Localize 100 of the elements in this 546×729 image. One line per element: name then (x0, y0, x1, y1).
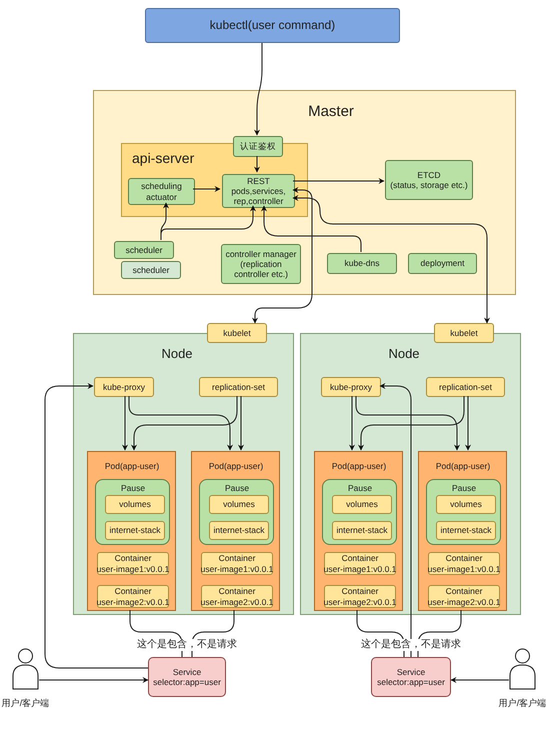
arrow (450, 677, 510, 683)
pause-container (95, 479, 170, 545)
description: user-image1:v0.0.1 (96, 564, 170, 574)
description: user-image1:v0.0.1 (200, 564, 274, 574)
connector-line (130, 610, 182, 658)
arrow (44, 383, 148, 668)
component-box: kube-proxy (94, 377, 154, 397)
component-box (385, 160, 473, 200)
heading: Container (446, 553, 482, 564)
service-box: Service selector:app=user (371, 657, 451, 697)
command-box: kubectl(user command) (145, 8, 400, 43)
arrow (238, 396, 244, 451)
component-box: internet-stack (332, 521, 392, 540)
arrow (254, 42, 262, 136)
pause-container (322, 479, 397, 545)
heading: Container (114, 553, 152, 564)
panel-title: Pause (224, 483, 250, 494)
arrow (261, 205, 362, 252)
component-box: replication-set (199, 377, 278, 397)
edge-label: 这个是包含，不是请求 (359, 639, 463, 651)
panel-title: Pause (452, 483, 476, 494)
component-box (97, 552, 169, 575)
panel-title: Node (388, 346, 420, 362)
component-box: internet-stack (436, 521, 496, 540)
component-box: deployment (408, 253, 477, 274)
arrow (349, 396, 355, 451)
panel-title: Pause (120, 483, 146, 494)
component-box: volumes (105, 495, 165, 514)
component-box: internet-stack (105, 521, 165, 540)
panel-title: Pod(app-user) (436, 461, 490, 472)
arrow (252, 187, 312, 324)
heading: Container (342, 553, 378, 564)
person-icon (12, 648, 39, 690)
person-icon (509, 648, 536, 690)
panel-title: Pod(app-user) (104, 461, 160, 472)
master-panel (93, 90, 516, 295)
component-box: replication-set (426, 377, 505, 397)
description: user-image1:v0.0.1 (428, 564, 500, 574)
component-box: kube-proxy (321, 377, 381, 397)
component-box: scheduler (114, 241, 174, 259)
component-box (324, 552, 396, 575)
heading: Container (218, 586, 256, 596)
panel-title: Node (161, 346, 193, 362)
agent-box: kubelet (207, 323, 267, 343)
heading: Container (446, 586, 482, 596)
arrow (254, 156, 260, 173)
user-label: 用户/客户端 (0, 698, 52, 709)
arrow (292, 178, 385, 184)
heading: Container (342, 586, 378, 596)
arrow (192, 186, 221, 192)
description: user-image2:v0.0.1 (324, 596, 396, 607)
service-box: Service selector:app=user (148, 657, 226, 697)
server-panel (121, 143, 308, 217)
pod-box (191, 451, 280, 611)
heading: REST (247, 176, 270, 186)
component-box: 认证鉴权 (233, 136, 283, 157)
arrow (465, 396, 471, 451)
arrow (160, 205, 256, 240)
user-label: 用户/客户端 (496, 698, 546, 709)
panel-title: api-server (132, 150, 194, 167)
panel-title: Master (308, 103, 354, 121)
pod-box (314, 451, 403, 611)
description: user-image2:v0.0.1 (200, 596, 274, 607)
pause-container (199, 479, 274, 545)
component-box: controller manager (replication controller etc.) (221, 244, 301, 284)
description: pods,services, rep,controller (230, 186, 287, 206)
component-box (222, 174, 295, 208)
component-box (428, 585, 500, 608)
component-box (428, 552, 500, 575)
edge-label: 这个是包含，不是请求 (135, 639, 239, 651)
component-box: volumes (209, 495, 269, 514)
arrow (122, 396, 128, 451)
component-box (201, 552, 273, 575)
component-box (97, 585, 169, 608)
arrow (38, 677, 149, 683)
component-box: volumes (332, 495, 392, 514)
arrow (292, 195, 490, 324)
component-box (201, 585, 273, 608)
agent-box: kubelet (434, 323, 494, 343)
description: user-image2:v0.0.1 (428, 596, 500, 607)
panel-title: Pod(app-user) (332, 461, 386, 472)
pause-container (426, 479, 501, 545)
description: user-image2:v0.0.1 (96, 596, 170, 607)
component-box: internet-stack (209, 521, 269, 540)
panel-title: Pod(app-user) (208, 461, 264, 472)
component-box: kube-dns (327, 253, 397, 274)
heading: Container (218, 553, 256, 564)
connector-line (356, 610, 404, 658)
panel-title: Pause (348, 483, 372, 494)
arrow (379, 383, 412, 658)
pod-box (87, 451, 176, 611)
pod-box (418, 451, 507, 611)
component-box (324, 585, 396, 608)
heading: ETCD (417, 170, 441, 180)
component-box: scheduling actuator (128, 178, 195, 205)
component-box: scheduler (121, 261, 181, 279)
description: user-image1:v0.0.1 (324, 564, 396, 574)
description: (status, storage etc.) (390, 180, 468, 190)
component-box: volumes (436, 495, 496, 514)
heading: Container (114, 586, 152, 596)
